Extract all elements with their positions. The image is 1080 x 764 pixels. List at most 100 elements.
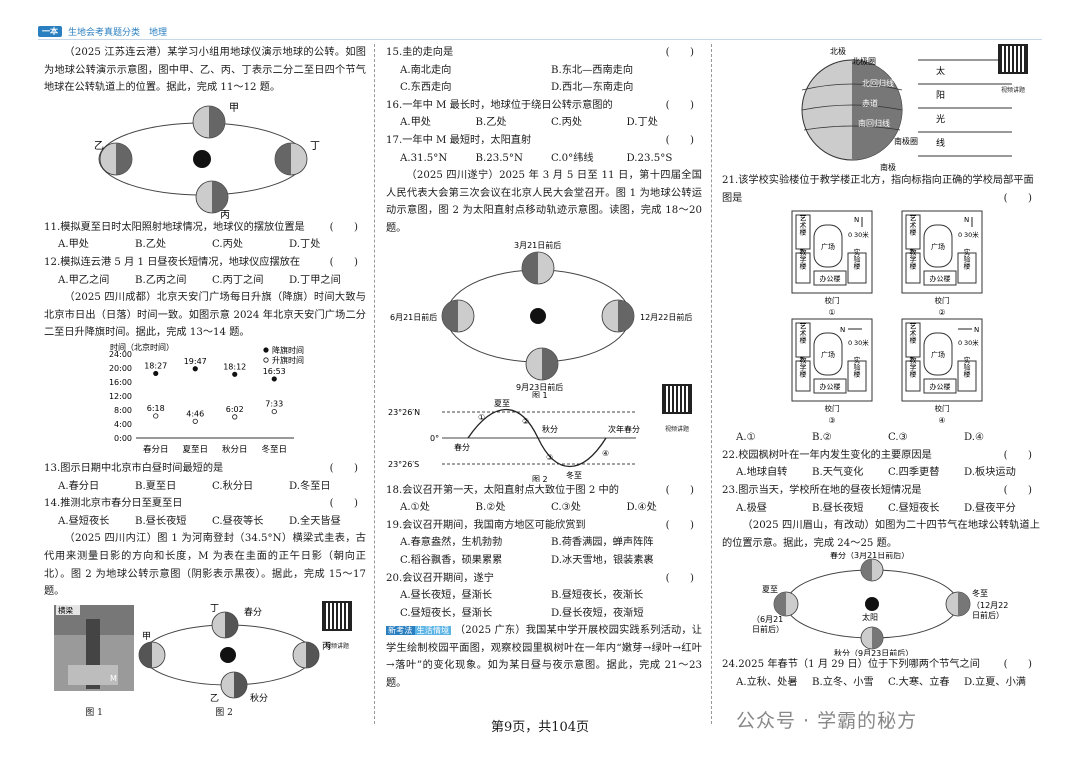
- question-13: 13.图示日期中北京市白昼时间最短的是( ): [44, 462, 358, 474]
- y-tick-label: 24:00: [109, 350, 132, 359]
- q14-option[interactable]: C.昼夜等长: [212, 515, 264, 527]
- q17-option[interactable]: A.31.5°N: [400, 152, 448, 164]
- qr-code-icon: [322, 600, 352, 631]
- q21-option[interactable]: A.①: [736, 432, 756, 444]
- qr-code[interactable]: 视频讲题: [322, 600, 352, 656]
- q23-option[interactable]: C.昼短夜长: [888, 502, 940, 514]
- question-16: 16.一年中 M 最长时，地球位于绕日公转示意图的( ): [386, 99, 694, 111]
- q11-option[interactable]: D.丁处: [289, 239, 321, 251]
- q19-option[interactable]: A.春意盎然，生机勃勃: [400, 537, 503, 549]
- sunlight-yang: 阳: [936, 90, 945, 101]
- q14-option[interactable]: B.昼长夜短: [135, 515, 187, 527]
- qr-code[interactable]: 视频讲题: [662, 383, 692, 439]
- q22-option[interactable]: D.板块运动: [964, 467, 1016, 479]
- orbit-bottom-label: 9月23日前后: [516, 382, 563, 392]
- q19-option[interactable]: B.荷香满园，蝉声阵阵: [551, 537, 654, 549]
- y-tick-label: 4:00: [114, 420, 132, 429]
- q22-option[interactable]: B.天气变化: [812, 467, 864, 479]
- column-divider: [711, 44, 712, 724]
- q15-option[interactable]: A.南北走向: [400, 64, 452, 76]
- data-point: [192, 418, 198, 424]
- q19-option[interactable]: C.稻谷飘香，硕果累累: [400, 554, 503, 566]
- q24-option[interactable]: A.立秋、处暑: [736, 676, 798, 688]
- q15-option[interactable]: C.东西走向: [400, 82, 452, 94]
- q20-option[interactable]: B.昼短夜长，夜渐长: [551, 590, 644, 602]
- plan-square: 广场: [931, 242, 945, 251]
- sine-c2: ②: [522, 417, 529, 426]
- q12-option[interactable]: C.丙丁之间: [212, 274, 264, 286]
- q18-option[interactable]: D.④处: [626, 502, 657, 514]
- q21-option[interactable]: C.③: [888, 432, 908, 444]
- term-dongzhi: 冬至: [972, 588, 988, 598]
- orbit-caption: 图 1: [532, 391, 548, 398]
- q14-option[interactable]: A.昼短夜长: [58, 515, 110, 527]
- q20-option[interactable]: D.昼长夜短，夜渐短: [551, 607, 644, 619]
- q13-option[interactable]: D.冬至日: [289, 480, 331, 492]
- q23-option[interactable]: B.昼长夜短: [812, 502, 864, 514]
- data-label: 7:33: [265, 400, 283, 409]
- q13-option[interactable]: B.夏至日: [135, 480, 177, 492]
- q11-option[interactable]: B.乙处: [135, 239, 167, 251]
- q11-options: A.甲处 B.乙处 C.丙处 D.丁处: [44, 236, 366, 254]
- q21-options: A.① B.② C.③ D.④: [722, 429, 1040, 447]
- q23-option[interactable]: D.昼夜平分: [964, 502, 1016, 514]
- q21-option[interactable]: B.②: [812, 432, 832, 444]
- q17-option[interactable]: D.23.5°S: [626, 152, 673, 164]
- q18-option[interactable]: B.②处: [475, 502, 506, 514]
- q13-option[interactable]: A.春分日: [58, 480, 100, 492]
- solar-terms-figure: 春分（3月21日前后） 夏至 （6月21 日前后） 太阳 冬至 （12月22 日…: [722, 550, 1040, 658]
- q11-option[interactable]: A.甲处: [58, 239, 89, 251]
- plan-border: [901, 210, 983, 294]
- sine-n-label: 23°26′N: [388, 408, 420, 417]
- q16-option[interactable]: A.甲处: [400, 117, 431, 129]
- q14-option[interactable]: D.全天皆昼: [289, 515, 341, 527]
- q22-option[interactable]: A.地球自转: [736, 467, 788, 479]
- q11-option[interactable]: C.丙处: [212, 239, 244, 251]
- globe-beihuiguixian: 北回归线: [862, 78, 894, 88]
- q18-option[interactable]: A.①处: [400, 502, 430, 514]
- q19-option[interactable]: D.冰天雪地，银装素裹: [551, 554, 654, 566]
- data-label: 16:53: [263, 367, 286, 376]
- q15-option[interactable]: B.东北—西南走向: [551, 64, 634, 76]
- q21-option[interactable]: D.④: [964, 432, 985, 444]
- qr-code[interactable]: 视频讲题: [998, 44, 1028, 99]
- q18-options: A.①处 B.②处 C.③处 D.④处: [386, 499, 702, 517]
- q23-option[interactable]: A.极昼: [736, 502, 767, 514]
- label-jia: 甲: [229, 103, 239, 114]
- globe-nanji: 南极: [880, 162, 896, 172]
- q12-option[interactable]: B.乙丙之间: [135, 274, 187, 286]
- q15-option[interactable]: D.西北—东南走向: [551, 82, 634, 94]
- plan-gate: 校门: [935, 403, 950, 413]
- plan-border: [901, 318, 983, 402]
- q16-option[interactable]: D.丁处: [626, 117, 658, 129]
- q24-option[interactable]: D.立夏、小满: [964, 676, 1026, 688]
- globe-beiji: 北极: [830, 46, 846, 56]
- data-point: [232, 414, 238, 420]
- q20-option[interactable]: C.昼短夜长，昼渐长: [400, 607, 493, 619]
- question-19: 19.会议召开期间，我国南方地区可能欣赏到( ): [386, 519, 694, 531]
- q17-option[interactable]: B.23.5°N: [475, 152, 523, 164]
- q20-options: A.昼长夜短，昼渐长 B.昼短夜长，夜渐长 C.昼短夜长，昼渐长 D.昼长夜短，夜渐短: [386, 587, 702, 622]
- q24-option[interactable]: C.大寒、立春: [888, 676, 950, 688]
- legend-marker: [263, 347, 269, 353]
- header-divider: [38, 39, 1042, 40]
- plan-scale-zero: 0: [958, 231, 962, 239]
- q22-options: A.地球自转 B.天气变化 C.四季更替 D.板块运动: [722, 464, 1040, 482]
- q22-option[interactable]: C.四季更替: [888, 467, 940, 479]
- q24-option[interactable]: B.立冬、小雪: [812, 676, 874, 688]
- q16-option[interactable]: C.丙处: [551, 117, 583, 129]
- q13-option[interactable]: C.秋分日: [212, 480, 254, 492]
- q12-option[interactable]: A.甲乙之间: [58, 274, 110, 286]
- q20-option[interactable]: A.昼长夜短，昼渐长: [400, 590, 493, 602]
- legend-label: 降旗时间: [272, 345, 304, 355]
- sine-c3: ③: [546, 453, 553, 462]
- label-yi: 乙: [94, 140, 104, 152]
- plan-north: N: [964, 216, 969, 224]
- q17-option[interactable]: C.0°纬线: [551, 152, 594, 164]
- q16-option[interactable]: B.乙处: [475, 117, 507, 129]
- plan-number: ③: [828, 416, 835, 425]
- q18-option[interactable]: C.③处: [551, 502, 581, 514]
- q12-option[interactable]: D.丁甲之间: [289, 274, 341, 286]
